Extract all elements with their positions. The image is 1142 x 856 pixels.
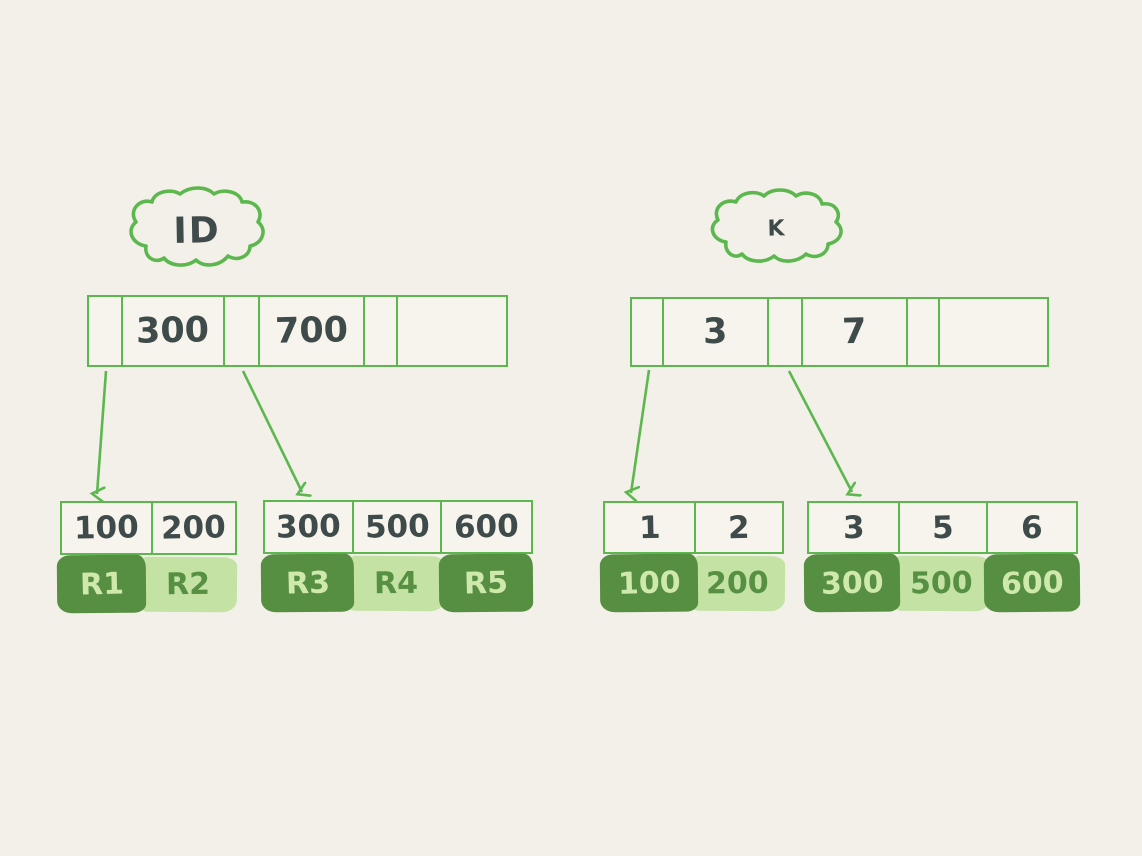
key-cell: 300 bbox=[263, 500, 354, 554]
key-value: 1 bbox=[638, 509, 661, 546]
key-cell: 3 bbox=[807, 501, 900, 554]
key-value: 6 bbox=[1020, 509, 1044, 546]
id-leaf-node-2: 300 500 600 bbox=[263, 500, 533, 554]
id-leaf-1-records: R1 R2 bbox=[56, 554, 238, 614]
k-pointer-arrow-1 bbox=[631, 369, 651, 493]
pointer-cell bbox=[630, 297, 664, 367]
key-value: 700 bbox=[274, 310, 349, 352]
key-value: 100 bbox=[73, 509, 140, 547]
record-block: 600 bbox=[983, 553, 1081, 613]
record-block: 100 bbox=[599, 553, 699, 613]
k-leaf-2-records: 300 500 600 bbox=[803, 553, 1081, 613]
key-value: 600 bbox=[453, 508, 520, 546]
id-index-label: ID bbox=[173, 210, 221, 252]
pointer-cell bbox=[87, 295, 123, 367]
record-label: R1 bbox=[79, 565, 124, 603]
id-pointer-arrow-1 bbox=[97, 370, 108, 494]
key-value: 300 bbox=[136, 310, 210, 352]
record-block: R4 bbox=[345, 555, 446, 612]
key-cell: 5 bbox=[897, 501, 989, 554]
record-block: 500 bbox=[891, 555, 991, 612]
key-cell: 1 bbox=[603, 501, 696, 554]
record-block: 300 bbox=[803, 553, 901, 613]
key-value: 5 bbox=[931, 509, 955, 546]
key-value: 3 bbox=[842, 509, 865, 546]
id-leaf-node-1: 100 200 bbox=[60, 501, 237, 555]
pointer-cell bbox=[767, 297, 803, 367]
key-cell: 2 bbox=[693, 501, 784, 554]
id-leaf-2-records: R3 R4 R5 bbox=[260, 553, 534, 613]
key-value: 2 bbox=[727, 509, 750, 546]
id-pointer-arrow-2 bbox=[241, 370, 302, 492]
record-block: R5 bbox=[438, 553, 534, 613]
key-cell: 200 bbox=[150, 501, 237, 555]
pointer-cell bbox=[223, 295, 260, 367]
key-cell: 7 bbox=[800, 297, 909, 367]
k-index-label: K bbox=[767, 216, 787, 242]
key-cell: 700 bbox=[257, 295, 366, 367]
k-leaf-node-2: 3 5 6 bbox=[807, 501, 1078, 554]
k-pointer-arrow-2 bbox=[787, 370, 852, 492]
k-leaf-1-records: 100 200 bbox=[599, 553, 786, 613]
record-label: 300 bbox=[820, 564, 884, 602]
key-cell: 6 bbox=[986, 501, 1078, 554]
key-value: 200 bbox=[160, 509, 227, 547]
k-leaf-node-1: 1 2 bbox=[603, 501, 784, 554]
record-label: R5 bbox=[463, 564, 509, 602]
record-label: 600 bbox=[1000, 564, 1064, 602]
record-block: R3 bbox=[260, 553, 355, 613]
key-cell: 300 bbox=[120, 295, 226, 367]
key-value: 500 bbox=[364, 508, 430, 546]
record-label: R3 bbox=[285, 564, 330, 602]
key-cell: 100 bbox=[60, 501, 153, 555]
record-label: 200 bbox=[706, 565, 769, 602]
record-label: 500 bbox=[909, 565, 973, 602]
key-cell: 3 bbox=[661, 297, 770, 367]
record-label: R4 bbox=[373, 565, 418, 602]
empty-key-cell bbox=[937, 297, 1049, 367]
pointer-cell bbox=[363, 295, 398, 367]
id-root-node: 300 700 bbox=[87, 295, 508, 367]
key-cell: 500 bbox=[351, 500, 443, 554]
record-block: R2 bbox=[137, 556, 238, 613]
empty-key-cell bbox=[395, 295, 508, 367]
key-cell: 600 bbox=[440, 500, 533, 554]
key-value: 3 bbox=[702, 311, 729, 353]
id-cloud-outline bbox=[129, 186, 265, 267]
key-value: 300 bbox=[275, 508, 342, 546]
pointer-cell bbox=[906, 297, 940, 367]
record-label: 100 bbox=[617, 564, 681, 602]
record-block: R1 bbox=[56, 554, 147, 614]
k-root-node: 3 7 bbox=[630, 297, 1049, 367]
k-cloud-outline bbox=[710, 188, 843, 263]
record-label: R2 bbox=[165, 566, 210, 603]
key-value: 7 bbox=[841, 311, 868, 353]
record-block: 200 bbox=[689, 555, 786, 612]
